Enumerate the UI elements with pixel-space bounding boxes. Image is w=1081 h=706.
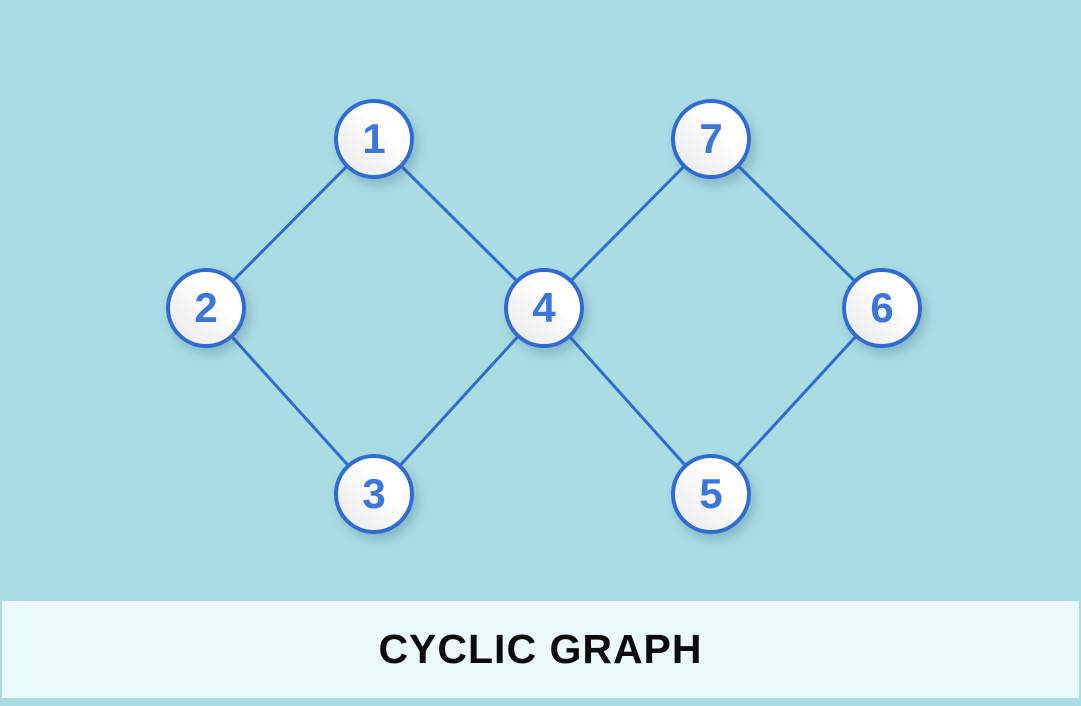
graph-node-3: 3 [334, 454, 414, 534]
diagram-title: CYCLIC GRAPH [378, 626, 703, 672]
graph-node-6: 6 [842, 268, 922, 348]
graph-node-label-4: 4 [532, 284, 556, 331]
graph-edge-4-5 [542, 306, 713, 496]
graph-node-5: 5 [671, 454, 751, 534]
graph-node-7: 7 [671, 99, 751, 179]
graph-node-label-6: 6 [870, 284, 894, 331]
graph-edge-2-3 [204, 306, 376, 496]
graph-node-label-7: 7 [699, 115, 723, 162]
graph-edge-3-4 [372, 306, 546, 496]
graph-node-label-1: 1 [362, 115, 386, 162]
graph-edge-6-5 [709, 306, 884, 496]
graph-node-label-5: 5 [699, 470, 723, 517]
graph-node-label-2: 2 [194, 284, 218, 331]
graph-node-label-3: 3 [362, 470, 386, 517]
graph-node-4: 4 [504, 268, 584, 348]
graph-node-2: 2 [166, 268, 246, 348]
title-banner: CYCLIC GRAPH [2, 601, 1079, 698]
graph-node-1: 1 [334, 99, 414, 179]
